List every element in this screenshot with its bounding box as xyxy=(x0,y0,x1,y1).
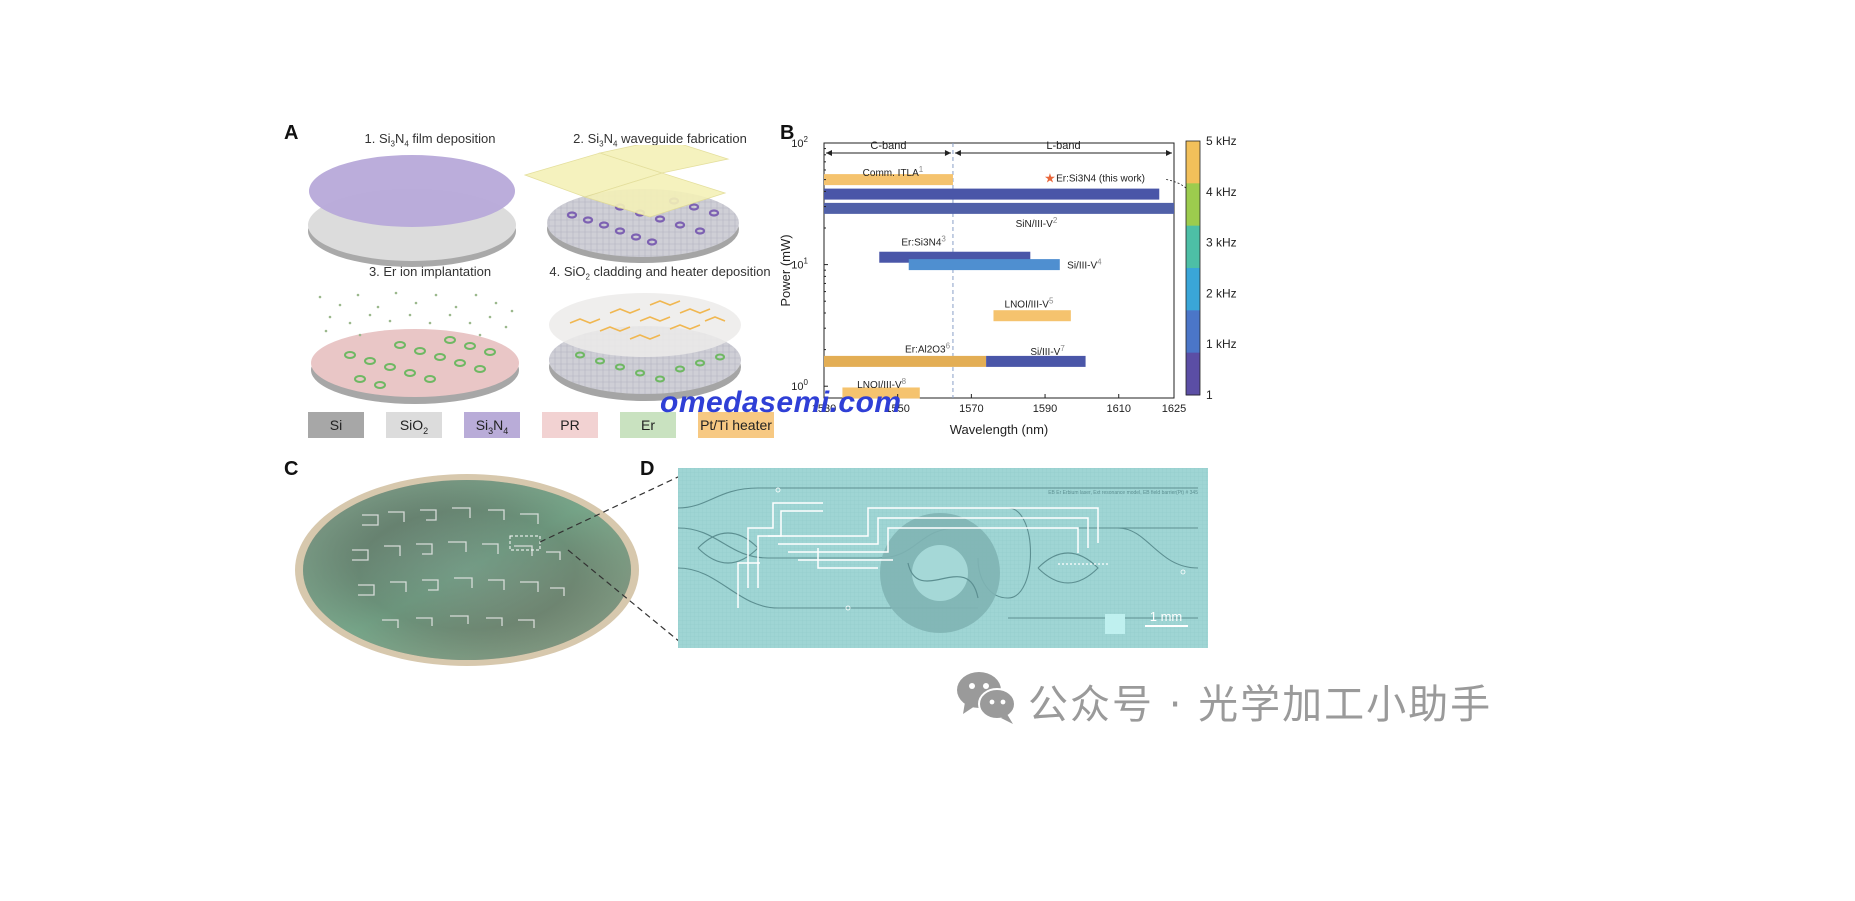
series-bar xyxy=(824,188,1160,200)
series-bar xyxy=(824,355,987,367)
x-tick-label: 1570 xyxy=(959,403,983,415)
series-bar xyxy=(993,310,1071,322)
colorbar-segment xyxy=(1186,225,1200,269)
wechat-account-text: 公众号 · 光学加工小助手 xyxy=(1028,682,1493,728)
this-work-pointer xyxy=(1166,179,1187,189)
colorbar-segment xyxy=(1186,310,1200,354)
wafer-step-2 xyxy=(523,145,739,263)
band-arrow-head-left xyxy=(826,150,832,156)
colorbar-tick-label: 5 kHz xyxy=(1206,134,1237,148)
legend-er: Er xyxy=(620,412,676,438)
colorbar-tick-label: 4 kHz xyxy=(1206,185,1237,199)
this-work-star-icon: ★ xyxy=(1044,171,1056,186)
series-label: Comm. ITLA1 xyxy=(863,165,924,179)
x-tick-label: 1530 xyxy=(812,403,836,415)
series-bar xyxy=(908,259,1060,271)
wafer-illustrations xyxy=(308,145,741,404)
wafer-photo xyxy=(295,474,639,666)
series-bar xyxy=(824,202,1174,214)
series-label: Er:Al2O36 xyxy=(905,341,951,355)
chip-label: EB Er Erbium laser, Ext resonance model,… xyxy=(1048,490,1198,496)
colorbar-tick-label: 2 kHz xyxy=(1206,286,1237,300)
series-label: LNOI/III-V5 xyxy=(1005,296,1054,310)
colorbar-segment xyxy=(1186,183,1200,227)
x-axis-label: Wavelength (nm) xyxy=(950,422,1049,437)
legend-si3n4: Si3N4 xyxy=(464,412,520,438)
x-tick-label: 1610 xyxy=(1106,403,1130,415)
band-arrow-head-right xyxy=(1166,150,1172,156)
band-arrow-head-left xyxy=(954,150,961,156)
step-title-2: 2. Si3N4 waveguide fabrication xyxy=(573,131,747,149)
panel-letter-b: B xyxy=(780,122,795,144)
series-bar xyxy=(986,355,1086,367)
legend-heater: Pt/Ti heater xyxy=(698,412,774,438)
legend-sio2: SiO2 xyxy=(386,412,442,438)
x-tick-label: 1625 xyxy=(1162,403,1186,415)
series-label: Er:Si3N43 xyxy=(901,234,946,248)
step-title-4: 4. SiO2 cladding and heater deposition xyxy=(549,264,771,282)
series-label: SiN/III-V2 xyxy=(1016,216,1058,230)
colorbar-tick-label: 1 kHz xyxy=(1206,337,1237,351)
wechat-icon xyxy=(957,672,1016,724)
panel-letter-d: D xyxy=(640,458,655,480)
x-tick-label: 1590 xyxy=(1033,403,1057,415)
band-label: C-band xyxy=(870,140,906,152)
colorbar-segment xyxy=(1186,141,1200,184)
chip-micrograph: 1 mm EB Er Erbium laser, Ext resonance m… xyxy=(678,468,1208,648)
legend-pr: PR xyxy=(542,412,598,438)
series-bar xyxy=(842,387,920,399)
colorbar-frame xyxy=(1185,140,1201,396)
wafer-step-1 xyxy=(308,155,516,267)
colorbar-segment xyxy=(1186,352,1200,396)
colorbar-segment xyxy=(1186,268,1200,311)
wafer-step-4 xyxy=(549,293,741,401)
x-tick-label: 1550 xyxy=(885,403,909,415)
step-title-3: 3. Er ion implantation xyxy=(368,264,492,279)
y-tick-label: 101 xyxy=(791,257,808,272)
step-title-1: 1. Si3N4 film deposition xyxy=(364,131,496,149)
scale-bar-label: 1 mm xyxy=(1150,609,1183,624)
series-label: Si/III-V4 xyxy=(1067,258,1102,272)
panel-letter-a: A xyxy=(284,122,299,144)
y-axis-label: Power (mW) xyxy=(778,234,793,306)
series-bar xyxy=(879,251,1031,263)
series-bar xyxy=(824,174,953,186)
panel-letter-c: C xyxy=(284,458,299,480)
wafer-step-3 xyxy=(311,291,519,404)
legend-si: Si xyxy=(308,412,364,438)
colorbar-tick-label: 1 xyxy=(1206,388,1213,402)
series-label: Er:Si3N4 (this work) xyxy=(1056,174,1145,185)
band-arrow-head-right xyxy=(944,150,951,156)
band-label: L-band xyxy=(1046,140,1080,152)
y-tick-label: 102 xyxy=(791,135,808,150)
series-label: LNOI/III-V8 xyxy=(857,377,906,391)
colorbar-tick-label: 3 kHz xyxy=(1206,236,1237,250)
series-label: Si/III-V7 xyxy=(1030,344,1065,358)
site-watermark: omedasemi.com xyxy=(660,386,902,419)
zoom-lines xyxy=(539,475,681,643)
